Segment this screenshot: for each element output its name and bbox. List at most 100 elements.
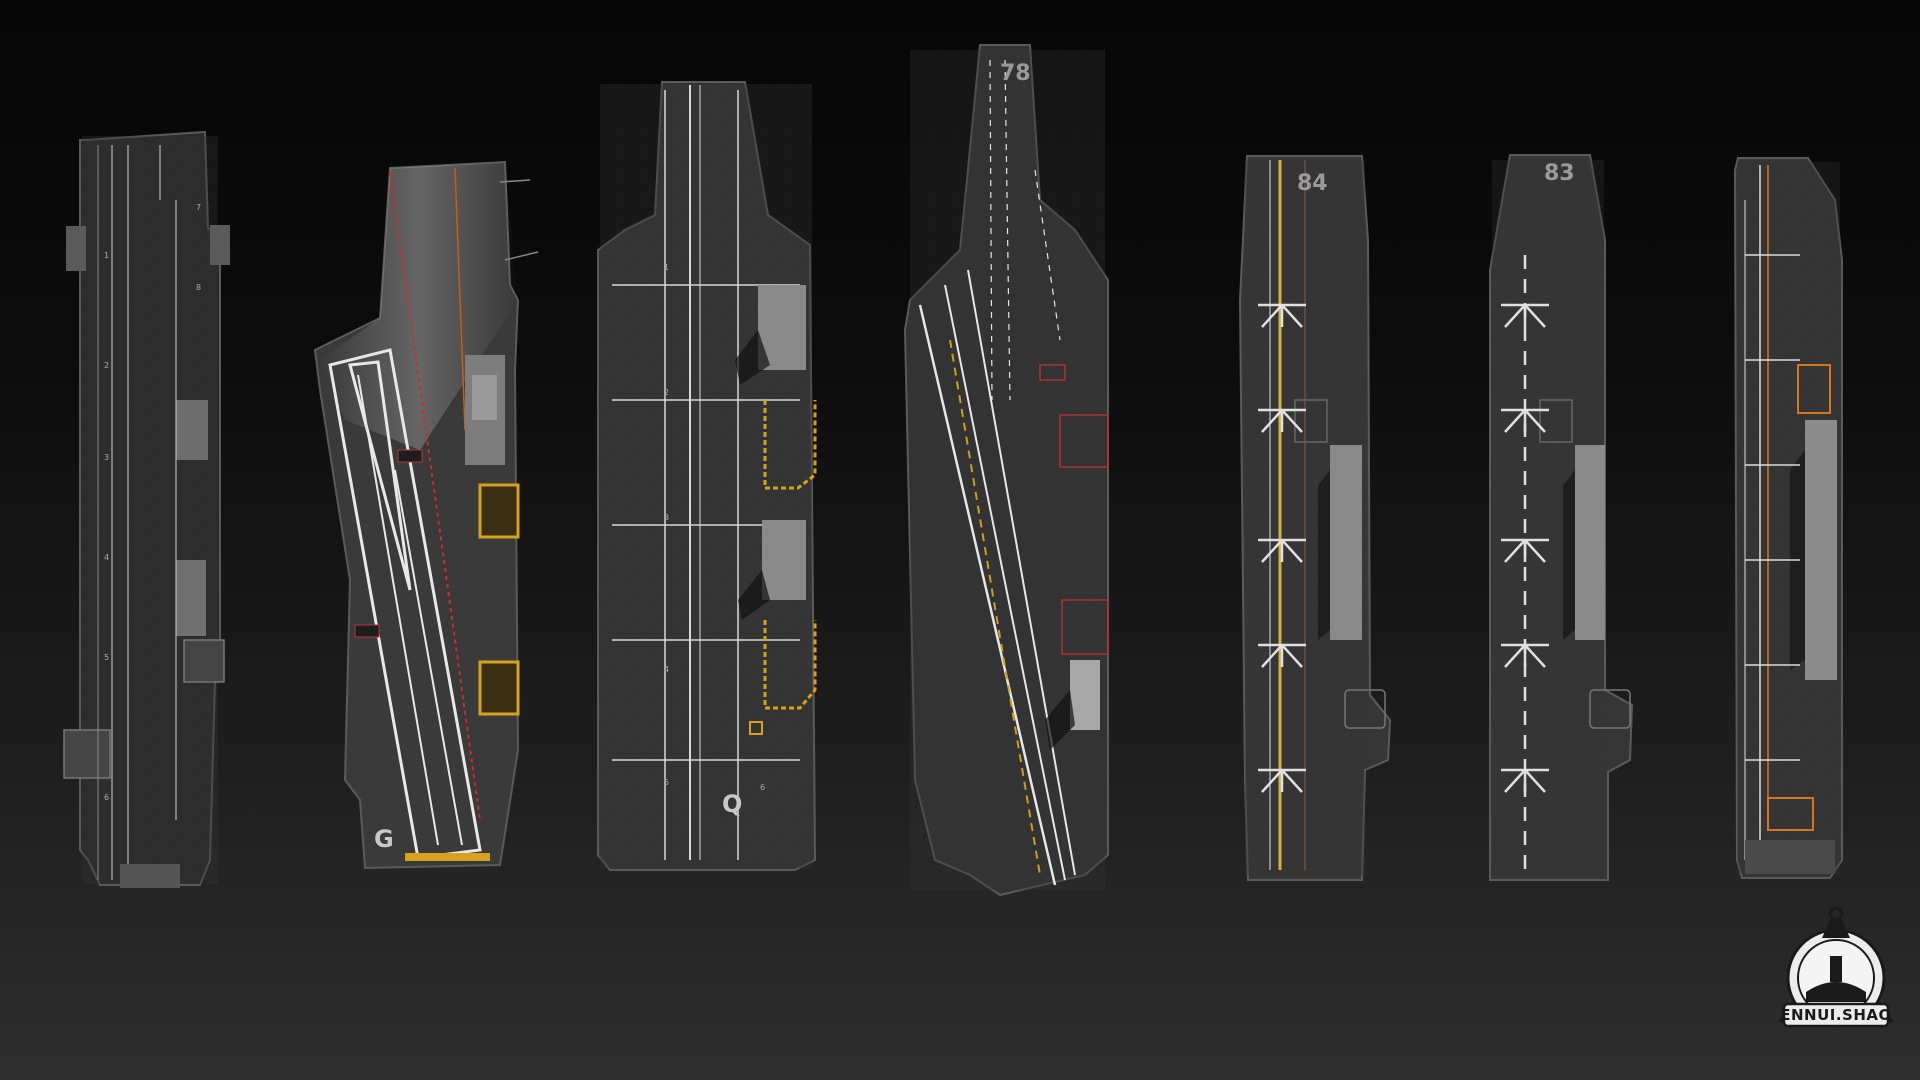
logo-text: ENNUI.SHAO [1780,1006,1892,1024]
carrier-4-angled-line-2 [967,269,1076,876]
carrier-1-spot-label-6: 6 [104,793,109,802]
carrier-2-deck-letter: G [374,825,394,853]
carrier-3-shadow-1 [735,330,770,385]
carrier-1-spot-label-8: 8 [196,283,201,292]
carrier-3-yellow-zone-2 [763,620,817,710]
carrier-2-landing-triangle [348,360,412,591]
carrier-3-spot-label-5: 5 [664,778,669,787]
carrier-1-spot-label-2: 2 [104,361,109,370]
carrier-4-angled-edge-left [918,304,1057,886]
anchor-lighthouse-emblem-icon [1778,906,1894,1028]
carrier-3-island-2 [762,520,806,600]
carrier-2-yellow-pad-2 [478,660,520,716]
carrier-6: 83 [1489,154,1634,881]
carrier-1-spot-label-1: 1 [104,251,109,260]
carrier-3-texture [600,84,812,868]
carrier-5-island [1330,445,1362,640]
carrier-3-shadow-2 [738,570,770,620]
carrier-7-elevator-orange [1797,364,1831,414]
carrier-4-red-box-2 [1061,599,1109,655]
carrier-4-catapult-2 [1004,59,1011,401]
carrier-6-landing-spot [1501,538,1549,563]
carrier-1-elevator-right [183,639,225,683]
carrier-1-sponson-right-top [210,225,230,265]
carrier-6-island [1575,445,1605,640]
carrier-1-stern-structure [120,864,180,888]
carrier-1-spot-labels: 1 2 3 4 5 6 7 8 [104,203,201,802]
carrier-7-stern-elevator [1767,797,1814,831]
carrier-3: 1 2 3 4 5 6 Q [597,81,817,871]
carrier-4-red-box-3 [1039,364,1066,381]
carrier-4-island-shadow [1045,690,1075,750]
carrier-5-landing-spot [1258,408,1306,433]
carrier-7-island [1805,420,1837,680]
carrier-2: G [313,160,539,870]
carrier-7 [1733,157,1843,879]
carrier-4-catapult-1 [989,59,993,401]
carrier-2-orange-line [454,167,466,431]
carrier-1-spot-label-7: 7 [196,203,201,212]
carrier-4-angled-line-1 [944,284,1066,881]
carrier-1-island-aft [176,560,206,636]
carrier-3-yellow-zone-1 [763,400,817,490]
carrier-6-landing-spot [1501,408,1549,433]
carrier-4-texture [910,50,1105,890]
carrier-3-spot-label-4: 4 [664,665,669,674]
carrier-5-landing-spot [1258,303,1306,328]
carrier-2-runway-line-1 [357,374,439,846]
carrier-3-spot-label-3: 3 [664,513,669,522]
carrier-6-elevator-aft [1589,689,1631,729]
carrier-5-elevator-fwd [1294,399,1328,443]
carrier-2-angled-deck-box [328,348,482,860]
carrier-2-red-marker-2 [354,624,380,638]
carrier-7-spot-lines [1745,254,1800,761]
carrier-6-island-shadow [1563,470,1575,640]
carrier-3-spot-label-1: 1 [664,263,669,272]
carrier-3-spot-label-2: 2 [664,388,669,397]
carrier-4-red-box-1 [1059,414,1109,468]
carrier-6-landing-spot [1501,643,1549,668]
carrier-1-spot-label-3: 3 [104,453,109,462]
carrier-4-yellow-centerline [949,339,1041,876]
carrier-3-deck-letter: Q [722,790,742,818]
carrier-2-stern-strip [405,853,490,861]
carrier-2-deck-shine [320,162,518,450]
carrier-6-elevator-fwd [1539,399,1573,443]
carrier-6-landing-spot [1501,303,1549,328]
watermark-logo: ENNUI.SHAO [1778,906,1894,1028]
carrier-4: 78 [903,44,1109,897]
carrier-2-red-centerline [389,171,481,821]
carrier-2-island-mast [472,375,497,420]
carrier-1-spot-label-4: 4 [104,553,109,562]
carrier-4-island [1070,660,1100,730]
carrier-3-spot-label-6: 6 [760,783,765,792]
carrier-2-runway-line-2 [394,469,463,846]
carrier-5: 84 [1238,155,1392,881]
carrier-4-deck-number: 78 [1000,61,1031,86]
carrier-1: 1 2 3 4 5 6 7 8 [63,130,230,888]
carrier-1-island-fwd [176,400,208,460]
carrier-1-sponson-left-top [66,226,86,271]
carrier-4-catapult-3 [1034,169,1061,341]
carrier-2-red-marker-1 [397,449,423,463]
carrier-6-deck-number: 83 [1544,161,1575,186]
carrier-1-elevator-left [63,729,111,779]
carrier-5-landing-spot [1258,643,1306,668]
carrier-5-landing-spot [1258,538,1306,563]
carrier-5-landing-spot [1258,768,1306,793]
carrier-2-yellow-pad-1 [478,483,520,539]
carrier-6-landing-spot [1501,768,1549,793]
carrier-3-spot-labels: 1 2 3 4 5 6 [664,263,765,792]
carrier-1-spot-label-5: 5 [104,653,109,662]
carrier-2-antenna-1 [499,179,531,183]
carrier-7-stern-structure [1745,840,1835,874]
carrier-5-elevator-aft [1344,689,1386,729]
carrier-3-small-yellow-square [749,721,763,735]
carrier-5-island-shadow [1318,470,1330,640]
carrier-2-antenna-2 [504,251,539,261]
carrier-5-landing-spots [1258,303,1306,793]
carrier-6-landing-spots [1501,303,1549,793]
carrier-5-deck-number: 84 [1297,171,1328,196]
